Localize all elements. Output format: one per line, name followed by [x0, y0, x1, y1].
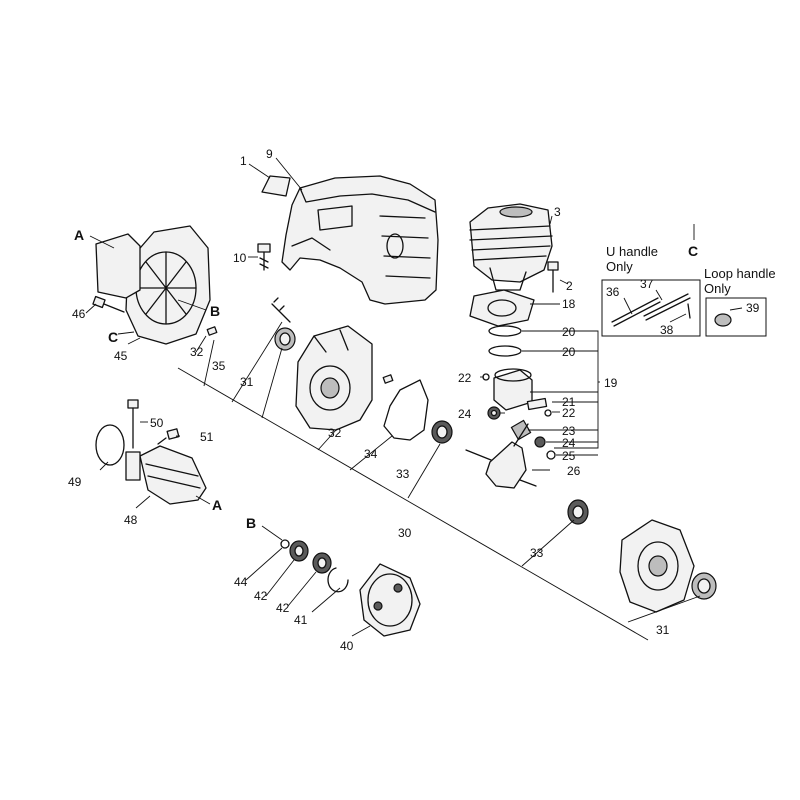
callout-22a: 22 [458, 371, 472, 385]
callout-1: 1 [240, 154, 247, 168]
ref-c-right: C [688, 243, 698, 259]
ref-b-top: B [210, 303, 220, 319]
part-3-cylinder [469, 203, 553, 291]
callout-48: 48 [124, 513, 138, 527]
part-9-engine-cover [281, 175, 439, 305]
part-41-clip [327, 567, 349, 593]
callout-38: 38 [660, 323, 674, 337]
loop-handle-line1: Loop handle [704, 266, 776, 281]
part-crankcase-right [619, 519, 695, 613]
ref-b-bottom: B [246, 515, 256, 531]
callout-26: 26 [567, 464, 581, 478]
callout-labels: 1 9 10 3 2 18 20 20 19 22 21 22 24 23 24… [68, 147, 760, 653]
ref-c-left: C [108, 329, 118, 345]
loop-handle-line2: Only [704, 281, 731, 296]
part-1-filter [261, 175, 291, 197]
callout-40: 40 [340, 639, 354, 653]
callout-10: 10 [233, 251, 247, 265]
part-26-crankshaft [465, 423, 537, 489]
reference-letters: A B C A B C [74, 227, 698, 531]
callout-41: 41 [294, 613, 308, 627]
callout-46: 46 [72, 307, 86, 321]
part-20-piston-rings [488, 325, 522, 357]
ref-a-top: A [74, 227, 84, 243]
callout-33b: 33 [530, 546, 544, 560]
callout-20a: 20 [562, 325, 576, 339]
callout-51: 51 [200, 430, 214, 444]
part-31-seal-upper [274, 327, 296, 351]
part-49-ring [95, 424, 125, 466]
callout-25: 25 [562, 449, 576, 463]
callout-36: 36 [606, 285, 620, 299]
part-23-needle-bearing [487, 406, 556, 460]
part-18-gasket [469, 289, 535, 327]
callout-2: 2 [566, 279, 573, 293]
part-31-seal-lower [691, 572, 717, 600]
u-handle-line1: U handle [606, 244, 658, 259]
callout-24a: 24 [458, 407, 472, 421]
callout-32a: 32 [190, 345, 204, 359]
leader-lines [85, 157, 743, 641]
part-45-clutch-housing [95, 225, 211, 345]
part-34-gasket [383, 379, 429, 441]
callout-18: 18 [562, 297, 576, 311]
part-44-washer [280, 539, 290, 549]
callout-42b: 42 [276, 601, 290, 615]
part-40-clutch-drum [359, 563, 421, 637]
part-50-bolt [127, 399, 139, 449]
callout-21: 21 [562, 395, 576, 409]
part-32-pins [206, 326, 394, 384]
callout-23: 23 [562, 424, 576, 438]
ref-a-bottom: A [212, 497, 222, 513]
callout-31a: 31 [240, 375, 254, 389]
callout-32b: 32 [328, 426, 342, 440]
callout-45: 45 [114, 349, 128, 363]
part-51-bolt [157, 428, 180, 445]
part-32-crankcase [295, 325, 373, 431]
callout-49: 49 [68, 475, 82, 489]
callout-34: 34 [364, 447, 378, 461]
callout-20b: 20 [562, 345, 576, 359]
callout-44: 44 [234, 575, 248, 589]
callout-39: 39 [746, 301, 760, 315]
handle-notes: U handle Only Loop handle Only [606, 244, 776, 296]
part-21-piston [493, 368, 548, 411]
u-handle-line2: Only [606, 259, 633, 274]
part-33-bearing-upper [431, 420, 453, 444]
callout-33a: 33 [396, 467, 410, 481]
part-46-screw [92, 295, 125, 313]
part-36-37-ties [611, 293, 691, 327]
callout-42a: 42 [254, 589, 268, 603]
callout-37: 37 [640, 277, 654, 291]
callout-50: 50 [150, 416, 164, 430]
part-33-bearing-lower [567, 499, 589, 525]
part-39-loop-clip [714, 313, 732, 327]
part-2-bolt [547, 261, 559, 293]
part-48-clamp [125, 445, 207, 505]
part-35-stud [271, 297, 291, 323]
callout-22b: 22 [562, 406, 576, 420]
loop-handle-box [705, 297, 767, 337]
part-10-screw [257, 243, 271, 271]
u-handle-box [601, 279, 701, 337]
callout-9: 9 [266, 147, 273, 161]
callout-24b: 24 [562, 436, 576, 450]
part-42-bearings [289, 540, 332, 574]
callout-3: 3 [554, 205, 561, 219]
callout-35: 35 [212, 359, 226, 373]
callout-31b: 31 [656, 623, 670, 637]
callout-19: 19 [604, 376, 618, 390]
callout-30: 30 [398, 526, 412, 540]
